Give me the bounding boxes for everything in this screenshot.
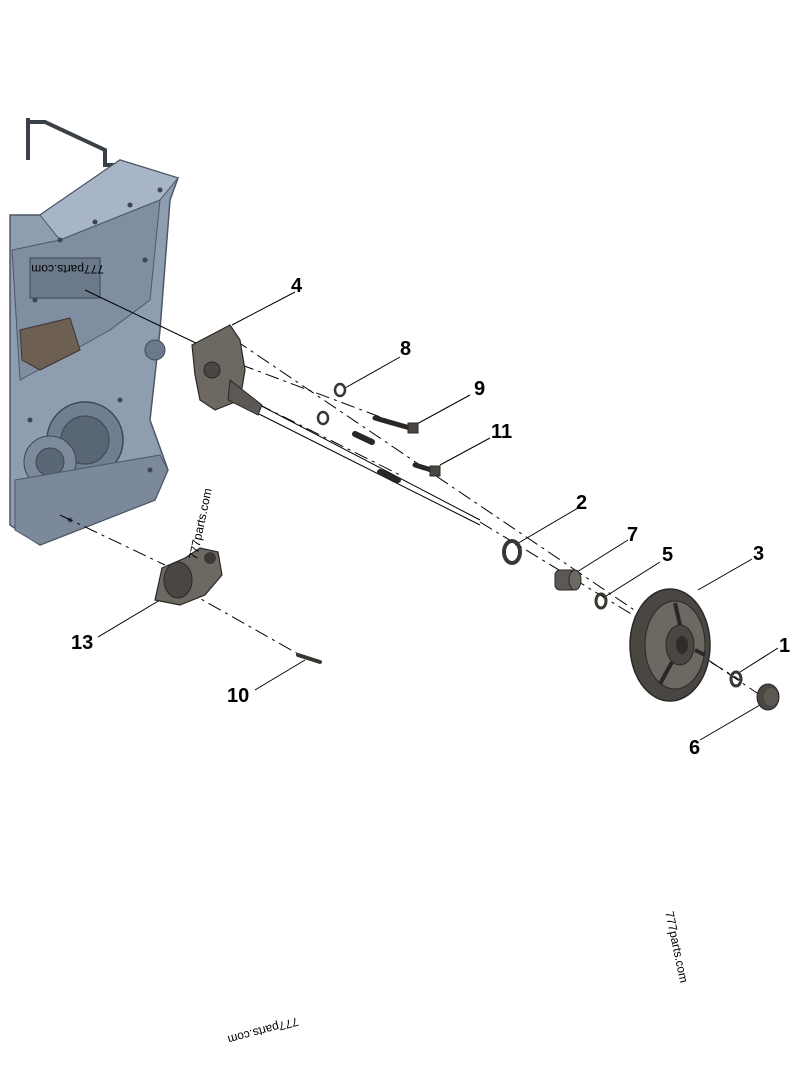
part-10-bolt bbox=[296, 653, 322, 664]
callout-8: 8 bbox=[400, 338, 412, 360]
callout-13: 13 bbox=[71, 632, 94, 654]
callout-1: 1 bbox=[779, 635, 791, 657]
part-1-washer bbox=[729, 670, 743, 688]
callout-9: 9 bbox=[474, 378, 486, 400]
part-8-o-ring-2 bbox=[316, 410, 330, 426]
watermark-upside-down: 777parts.com bbox=[31, 262, 104, 276]
part-7-spacer bbox=[554, 569, 582, 591]
part-3-pulley bbox=[629, 588, 711, 702]
assembly-lines bbox=[59, 289, 779, 741]
callout-5: 5 bbox=[662, 544, 674, 566]
part-2-seal bbox=[502, 539, 522, 565]
bolts bbox=[352, 415, 441, 483]
callout-7: 7 bbox=[627, 524, 639, 546]
part-4-idler-bracket bbox=[191, 324, 263, 416]
callout-6: 6 bbox=[689, 737, 701, 759]
part-5-washer bbox=[594, 592, 608, 610]
part-13-tensioner bbox=[154, 547, 223, 606]
mounting-bracket bbox=[26, 118, 118, 167]
callout-11: 11 bbox=[491, 421, 513, 443]
callout-2: 2 bbox=[576, 492, 588, 514]
callout-10: 10 bbox=[227, 685, 250, 707]
front-cover-housing bbox=[9, 159, 179, 546]
part-6-cap bbox=[756, 683, 780, 711]
callout-4: 4 bbox=[291, 275, 303, 297]
callout-3: 3 bbox=[753, 543, 765, 565]
part-8-o-ring bbox=[333, 382, 347, 398]
